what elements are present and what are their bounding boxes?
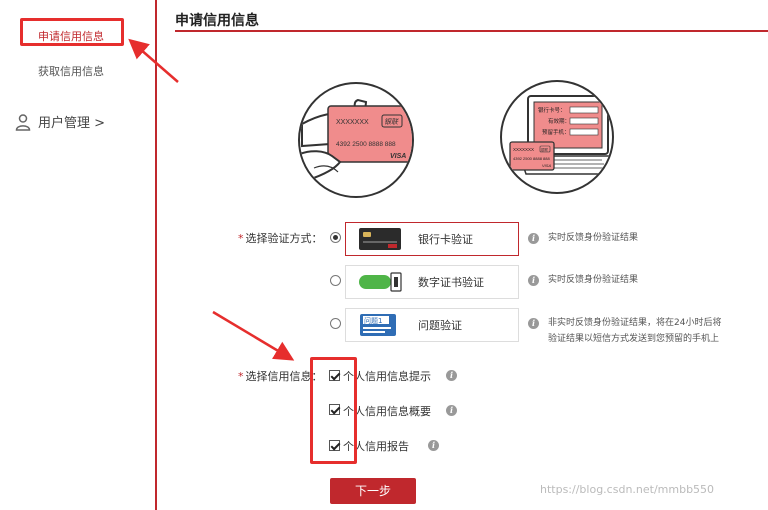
- radio-digital-certificate[interactable]: [330, 275, 341, 286]
- required-mark: *: [238, 370, 244, 383]
- info-icon[interactable]: i: [446, 370, 457, 381]
- laptop-card-number: 4392 2500 8888 888: [513, 156, 550, 161]
- checkbox-credit-info-summary[interactable]: [329, 404, 340, 415]
- laptop-illustration: 银行卡号： 有效期： 预留手机： XXXXXXX 银联 4392 2500 88…: [500, 80, 614, 194]
- hint-text: 实时反馈身份验证结果: [548, 275, 639, 285]
- option-digital-certificate-verify[interactable]: 数字证书验证: [345, 265, 519, 299]
- annotation-highlight-menu: [20, 18, 124, 46]
- verify-method-label: *选择验证方式：: [238, 230, 323, 246]
- credit-info-label-text: 选择信用信息：: [245, 370, 323, 383]
- info-icon[interactable]: i: [528, 233, 539, 244]
- annotation-arrow-checkboxes: [212, 310, 295, 361]
- radio-bank-card[interactable]: [330, 232, 341, 243]
- sidebar-item-user-management[interactable]: 用户管理 >: [14, 112, 105, 131]
- laptop-card-network: VISA: [542, 163, 551, 168]
- hint-text: 实时反馈身份验证结果: [548, 233, 639, 243]
- credit-info-label: *选择信用信息：: [238, 368, 323, 384]
- verify-method-label-text: 选择验证方式：: [245, 232, 323, 245]
- checkbox-label[interactable]: 个人信用报告: [343, 440, 409, 453]
- option-label: 问题验证: [418, 319, 462, 332]
- sidebar-item-get-credit-info[interactable]: 获取信用信息: [38, 65, 104, 78]
- title-divider: [175, 30, 768, 32]
- checkbox-label[interactable]: 个人信用信息提示: [343, 370, 431, 383]
- option-bank-card-verify[interactable]: 银行卡验证: [345, 222, 519, 256]
- card-illustration: XXXXXXX 银联 4392 2500 8888 888 VISA: [298, 82, 414, 198]
- hint-text-line-2: 验证结果以短信方式发送到您预留的手机上: [548, 334, 720, 344]
- option-label: 数字证书验证: [418, 276, 484, 289]
- watermark: https://blog.csdn.net/mmbb550: [540, 483, 715, 496]
- option-label: 银行卡验证: [418, 233, 473, 246]
- question-icon-text: 问题1: [364, 317, 382, 325]
- laptop-card-text: XXXXXXX: [513, 147, 534, 152]
- annotation-highlight-checkboxes: [310, 357, 357, 464]
- laptop-card-brand: 银联: [541, 147, 549, 152]
- sidebar-item-apply-credit-info[interactable]: 申请信用信息: [38, 30, 104, 43]
- radio-question[interactable]: [330, 318, 341, 329]
- checkbox-label[interactable]: 个人信用信息概要: [343, 405, 431, 418]
- sidebar: 申请信用信息 获取信用信息 用户管理 >: [0, 0, 156, 510]
- laptop-field-1: 银行卡号：: [538, 106, 566, 114]
- checkbox-credit-report[interactable]: [329, 440, 340, 451]
- card-network-text: VISA: [390, 153, 406, 160]
- info-icon[interactable]: i: [446, 405, 457, 416]
- sidebar-divider: [155, 0, 157, 510]
- card-number-text: 4392 2500 8888 888: [336, 141, 396, 148]
- option-question-verify[interactable]: 问题1 问题验证: [345, 308, 519, 342]
- sidebar-item-label: 用户管理 >: [38, 116, 106, 131]
- user-icon: [14, 113, 32, 131]
- bank-card-icon: [358, 227, 402, 251]
- info-icon[interactable]: i: [528, 318, 539, 329]
- laptop-field-2: 有效期：: [548, 117, 570, 125]
- next-step-button[interactable]: 下一步: [330, 478, 416, 504]
- laptop-field-3: 预留手机：: [542, 128, 570, 136]
- checkbox-credit-info-hint[interactable]: [329, 370, 340, 381]
- hint-text-line-1: 非实时反馈身份验证结果，将在24小时后将: [548, 318, 722, 328]
- question-card-icon: 问题1: [358, 313, 402, 337]
- required-mark: *: [238, 232, 244, 245]
- page-title: 申请信用信息: [175, 13, 259, 29]
- info-icon[interactable]: i: [428, 440, 439, 451]
- digital-certificate-icon: [358, 270, 402, 294]
- card-name-text: XXXXXXX: [336, 119, 369, 126]
- info-icon[interactable]: i: [528, 275, 539, 286]
- card-brand-text: 银联: [384, 118, 399, 126]
